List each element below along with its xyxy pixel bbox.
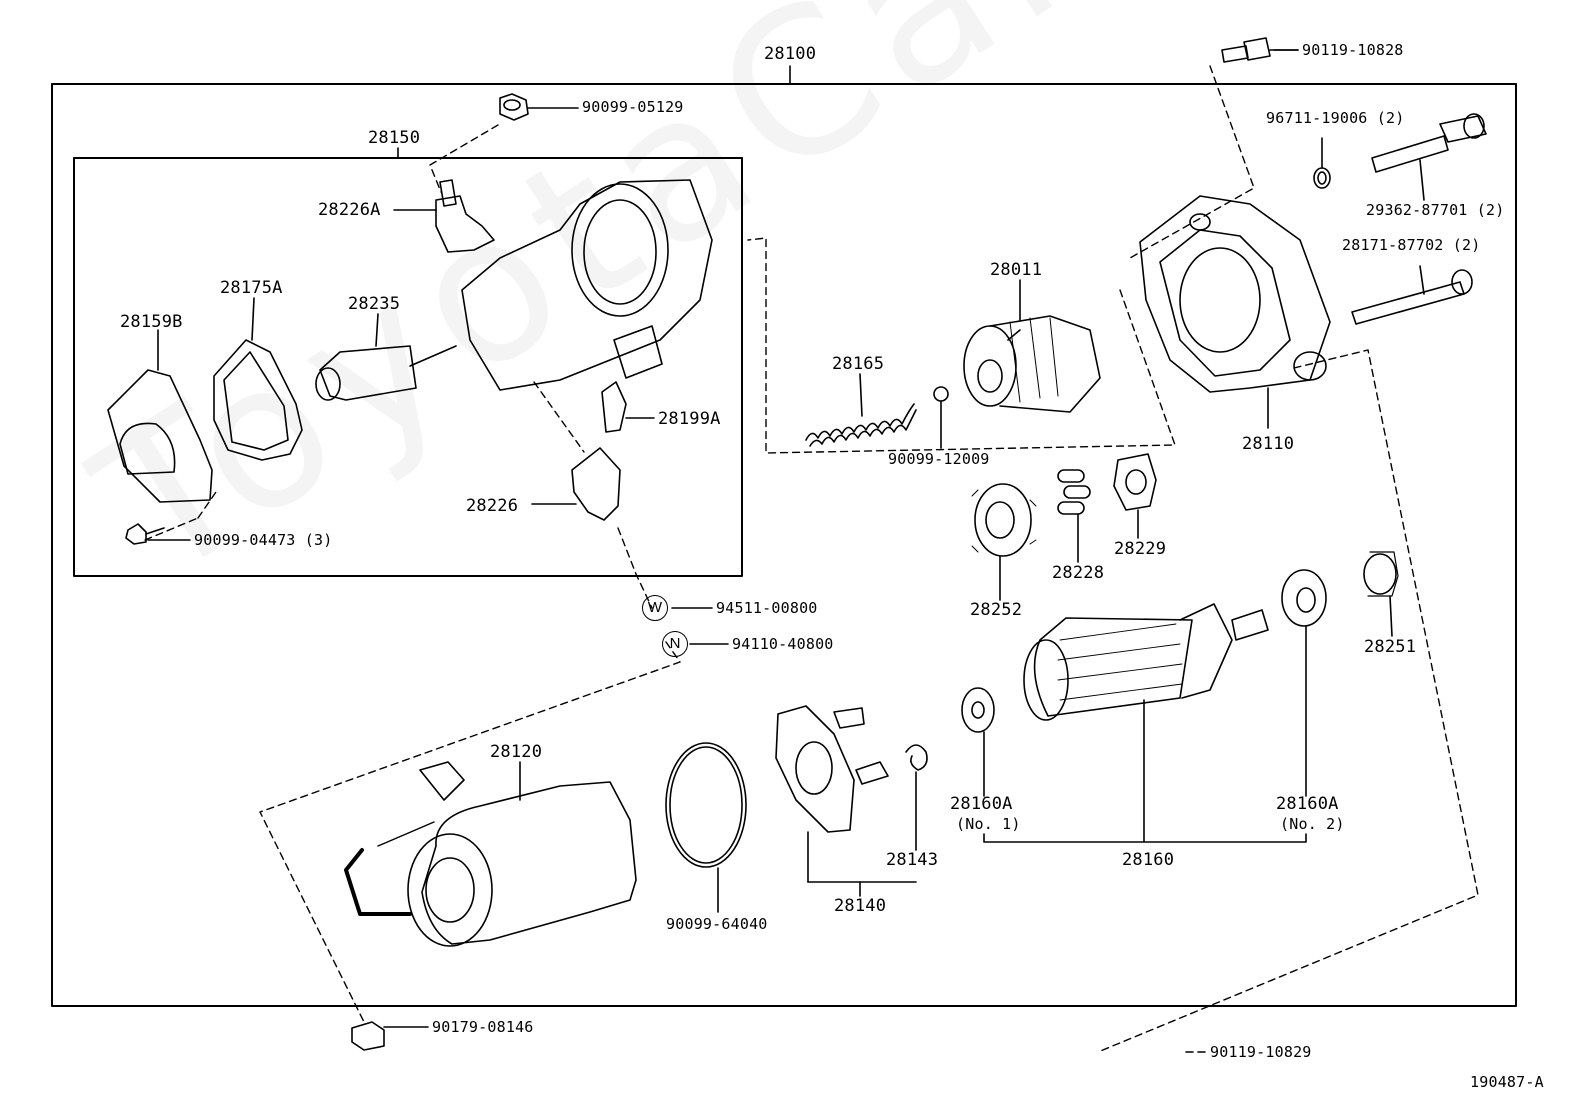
label-28160A-no1-sub: (No. 1): [956, 815, 1021, 833]
label-28143: 28143: [886, 850, 939, 870]
nut-symbol: N: [662, 631, 688, 657]
bracket-28160: [983, 833, 1307, 843]
bearing-28160A-no2: [1281, 569, 1327, 797]
retainer-28229: [1113, 453, 1157, 539]
label-96711-19006: 96711-19006 (2): [1266, 109, 1405, 127]
label-28228: 28228: [1052, 563, 1105, 583]
rollers-28228: [1057, 469, 1091, 563]
contact-28199A: [601, 381, 655, 433]
label-28011: 28011: [990, 260, 1043, 280]
clutch-28011: [963, 279, 1101, 413]
label-90119-10828: 90119-10828: [1302, 41, 1404, 59]
label-28160: 28160: [1122, 850, 1175, 870]
label-28199A: 28199A: [658, 409, 721, 429]
label-28150: 28150: [368, 128, 421, 148]
cover-28159B: [107, 329, 213, 503]
label-28140: 28140: [834, 896, 887, 916]
label-28160A-no1: 28160A: [950, 794, 1013, 814]
gasket-28175A: [213, 297, 303, 461]
bearing-28160A-no1: [961, 687, 995, 797]
label-28110: 28110: [1242, 434, 1295, 454]
washer-symbol: W: [642, 595, 668, 621]
bolt-28171: [1351, 265, 1473, 325]
label-28175A: 28175A: [220, 278, 283, 298]
yoke-28120: [344, 761, 637, 947]
figure-id: 190487-A: [1470, 1073, 1544, 1091]
oring-90099-64040: [665, 742, 747, 913]
label-90119-10829: 90119-10829: [1210, 1043, 1312, 1061]
label-28226: 28226: [466, 496, 519, 516]
armature-28160: [1023, 603, 1269, 843]
label-28235: 28235: [348, 294, 401, 314]
label-28171-87702: 28171-87702 (2): [1342, 236, 1481, 254]
brush-holder-28140: [775, 705, 917, 897]
label-90099-12009: 90099-12009: [888, 450, 990, 468]
label-28120: 28120: [490, 742, 543, 762]
spring-28143: [905, 744, 928, 851]
label-28252: 28252: [970, 600, 1023, 620]
label-90179-08146: 90179-08146: [432, 1018, 534, 1036]
label-28226A: 28226A: [318, 200, 381, 220]
label-29362-87701: 29362-87701 (2): [1366, 201, 1505, 219]
oring-96711: [1313, 137, 1331, 189]
plunger-28235: [315, 313, 457, 401]
label-28160A-no2-sub: (No. 2): [1280, 815, 1345, 833]
label-90099-05129: 90099-05129: [582, 98, 684, 116]
label-28160A-no2: 28160A: [1276, 794, 1339, 814]
label-94511-00800: 94511-00800: [716, 599, 818, 617]
terminal-28226: [531, 447, 621, 521]
housing-28110: [1139, 195, 1331, 429]
spring-28165: [805, 373, 917, 447]
label-28229: 28229: [1114, 539, 1167, 559]
label-28251: 28251: [1364, 637, 1417, 657]
nut-90179-08146: [351, 1021, 429, 1051]
label-94110-40800: 94110-40800: [732, 635, 834, 653]
gear-28252: [971, 483, 1037, 601]
assembly-frame-28100: [51, 83, 1517, 1007]
label-28165: 28165: [832, 354, 885, 374]
terminal-28226A: [393, 179, 495, 253]
bolt-29362: [1371, 113, 1487, 201]
label-90099-64040: 90099-64040: [666, 915, 768, 933]
bolt-90099-04473: [125, 523, 191, 545]
gear-28251: [1363, 551, 1399, 637]
ball-90099-12009: [933, 386, 949, 449]
subassembly-frame-28150: [73, 157, 743, 577]
label-28159B: 28159B: [120, 312, 183, 332]
label-28100: 28100: [764, 44, 817, 64]
nut-90099-05129: [499, 93, 579, 121]
solenoid-housing-28150: [461, 179, 713, 391]
label-90099-04473: 90099-04473 (3): [194, 531, 333, 549]
